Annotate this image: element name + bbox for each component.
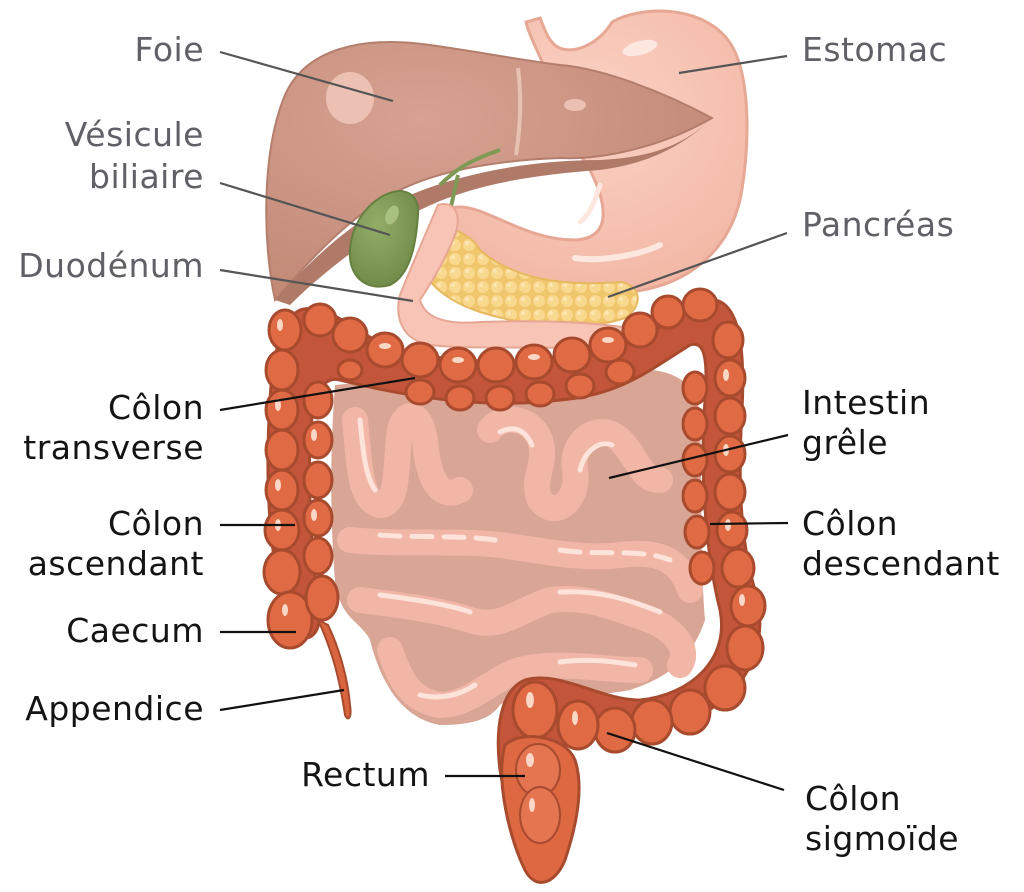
- leader-line-estomac: [678, 54, 788, 75]
- appendix-organ: [315, 617, 352, 720]
- label-colon-sigmoide-line1: Côlon: [805, 779, 902, 818]
- leader-line-foie: [219, 50, 394, 103]
- leader-line-colon-transverse: [219, 376, 416, 412]
- leader-line-duodenum: [219, 268, 414, 303]
- leader-line-colon-sigmoide: [606, 731, 785, 792]
- pancreas-organ: [418, 227, 639, 327]
- label-vesicule-line2: biliaire: [89, 157, 204, 196]
- label-colon-transverse-line2: transverse: [23, 428, 204, 467]
- leader-line-vesicule: [219, 181, 391, 237]
- label-colon-transverse-line1: Côlon: [107, 388, 204, 427]
- label-appendice: Appendice: [25, 689, 204, 728]
- gallbladder-organ: [348, 190, 420, 288]
- leader-lines: [219, 50, 789, 792]
- label-vesicule-line1: Vésicule: [64, 115, 204, 154]
- leader-line-appendice: [219, 688, 345, 712]
- label-colon-sigmoide-line2: sigmoïde: [805, 819, 960, 858]
- colon-organ: [262, 287, 767, 884]
- label-colon-descendant-line1: Côlon: [802, 504, 899, 543]
- label-pancreas: Pancréas: [802, 205, 955, 244]
- label-colon-ascendant-line1: Côlon: [107, 504, 204, 543]
- label-duodenum: Duodénum: [18, 246, 204, 285]
- label-rectum: Rectum: [301, 755, 430, 794]
- leader-line-colon-descendant: [709, 521, 789, 526]
- label-intestin-grele-line2: grêle: [802, 423, 889, 462]
- small-intestine-organ: [331, 369, 705, 725]
- leader-line-pancreas: [607, 231, 788, 299]
- label-colon-ascendant-line2: ascendant: [27, 544, 204, 583]
- leader-line-intestin-grele: [608, 433, 789, 480]
- label-intestin-grele-line1: Intestin: [802, 383, 931, 422]
- label-caecum: Caecum: [66, 611, 204, 650]
- label-estomac: Estomac: [802, 30, 948, 69]
- label-foie: Foie: [134, 30, 204, 69]
- label-colon-descendant-line2: descendant: [802, 544, 1000, 583]
